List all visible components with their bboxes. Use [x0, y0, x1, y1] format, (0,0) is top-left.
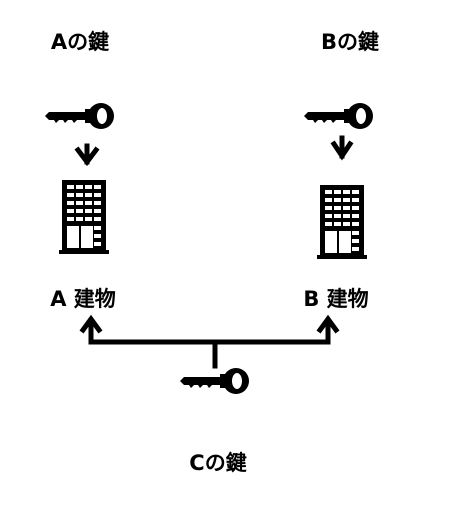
building-b-icon: [317, 185, 367, 259]
arrow-down-b-icon: [330, 135, 354, 161]
key-a-label: Aの鍵: [50, 30, 110, 54]
key-c-icon: [180, 368, 249, 394]
connector-lines: [88, 319, 331, 369]
key-b-icon: [304, 103, 373, 129]
key-b-label: Bの鍵: [320, 30, 380, 54]
building-b-label: B 建物: [303, 287, 369, 311]
building-a-icon: [59, 180, 109, 254]
arrow-up-b-icon: [316, 314, 340, 334]
key-c-label: Cの鍵: [189, 451, 247, 475]
arrow-up-a-icon: [79, 314, 103, 334]
key-a-icon: [45, 103, 114, 129]
building-a-label: A 建物: [50, 287, 116, 311]
arrow-down-a-icon: [74, 143, 100, 167]
